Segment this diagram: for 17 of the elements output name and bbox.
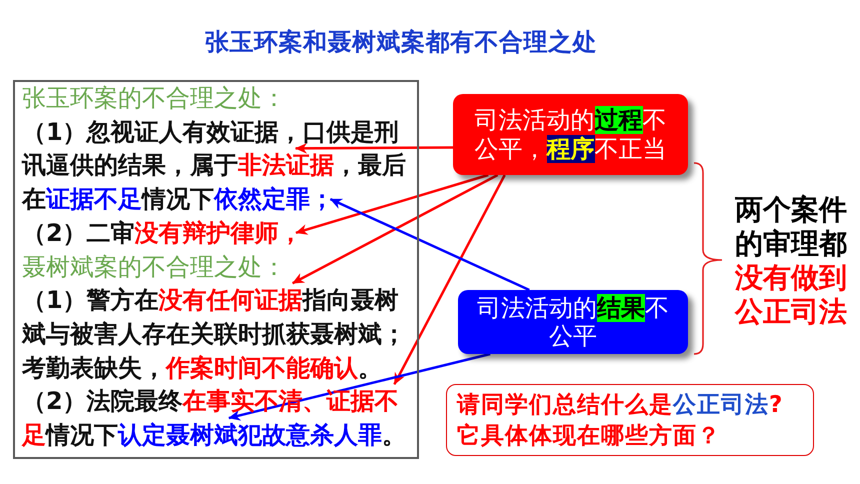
question-box: 请同学们总结什么是公正司法?它具体体现在哪些方面？ bbox=[446, 384, 814, 456]
conclusion-text: 没有做到公正司法 bbox=[735, 261, 848, 329]
conclusion-text: 两个案件的审理都 bbox=[735, 193, 848, 261]
arrow bbox=[228, 352, 490, 421]
case-heading: 聂树斌案的不合理之处： bbox=[22, 252, 287, 283]
bordered-panel bbox=[13, 80, 419, 459]
case-heading: 张玉环案的不合理之处： bbox=[22, 83, 287, 114]
case-description: （2）二审没有辩护律师， bbox=[22, 218, 304, 249]
arrow bbox=[295, 142, 453, 154]
arrow bbox=[292, 174, 498, 284]
case-description: （1）忽视证人有效证据，口供是刑讯逼供的结果，属于非法证据，最后在证据不足情况下依然定罪； bbox=[22, 116, 407, 216]
arrow bbox=[393, 174, 506, 385]
arrow bbox=[295, 174, 489, 235]
title: 张玉环案和聂树斌案都有不合理之处 bbox=[205, 27, 597, 58]
summary-box: 司法活动的结果不公平 bbox=[458, 290, 688, 354]
arrow bbox=[330, 198, 530, 292]
case-description: （1）警方在没有任何证据指向聂树斌与被害人存在关联时抓获聂树斌；考勤表缺失，作案时间不能确认。 bbox=[22, 285, 407, 384]
